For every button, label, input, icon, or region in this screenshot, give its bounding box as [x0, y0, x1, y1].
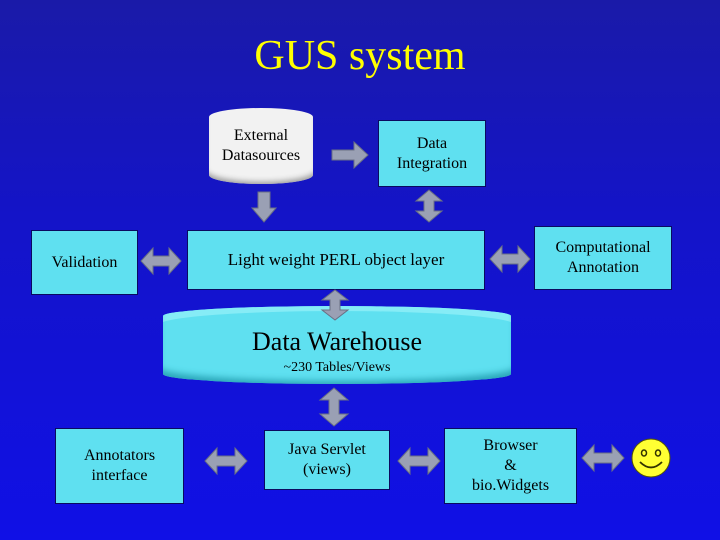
annotators-interface-box: Annotators interface: [55, 428, 184, 504]
double-horizontal-arrow-icon: [140, 246, 182, 276]
data-warehouse-sublabel: ~230 Tables/Views: [283, 360, 391, 375]
double-vertical-arrow-icon: [320, 289, 350, 321]
computational-annotation-box: Computational Annotation: [534, 226, 672, 290]
double-vertical-arrow-icon: [318, 387, 350, 427]
double-horizontal-arrow-icon: [204, 446, 248, 476]
page-title: GUS system: [254, 33, 466, 79]
browser-box: Browser & bio.Widgets: [444, 428, 577, 504]
smiley-face-icon: [631, 438, 671, 478]
perl-object-layer-box: Light weight PERL object layer: [187, 230, 485, 290]
down-arrow-icon: [250, 191, 278, 223]
data-warehouse-label: Data Warehouse: [252, 327, 422, 356]
right-arrow-icon: [331, 140, 369, 170]
double-horizontal-arrow-icon: [489, 244, 531, 274]
double-horizontal-arrow-icon: [397, 446, 441, 476]
external-datasources-cylinder: External Datasources: [209, 108, 313, 184]
double-horizontal-arrow-icon: [581, 443, 625, 473]
double-vertical-arrow-icon: [414, 189, 444, 223]
java-servlet-box: Java Servlet (views): [264, 430, 390, 490]
validation-box: Validation: [31, 230, 138, 295]
data-integration-box: Data Integration: [378, 120, 486, 187]
